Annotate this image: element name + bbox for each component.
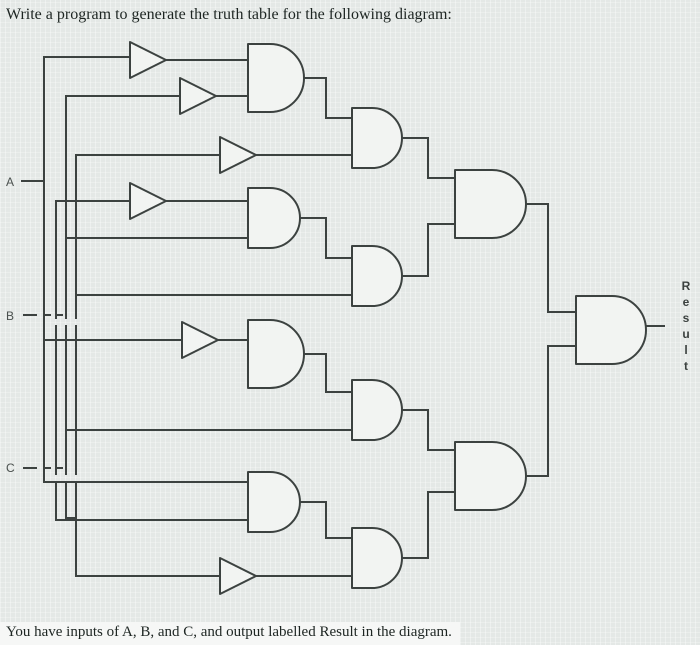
and-gate-7 [351, 379, 456, 451]
output-letter: s [683, 311, 690, 325]
output-letter: e [683, 295, 690, 309]
input-b-label: B [6, 309, 14, 323]
and-gate-final [575, 295, 665, 365]
output-letter: t [684, 359, 688, 373]
and-gate-2 [247, 187, 353, 259]
output-letter: u [682, 327, 689, 341]
output-letter: l [684, 343, 687, 357]
input-stubs [21, 180, 63, 469]
input-a-label: A [6, 175, 14, 189]
not-gate-5 [181, 321, 249, 359]
and-gate-10 [454, 345, 577, 511]
and-gate-9 [454, 169, 577, 313]
input-c-label: C [6, 461, 15, 475]
and-gate-5 [351, 107, 456, 179]
and-gate-4 [247, 471, 353, 539]
output-letter: R [682, 279, 691, 293]
and-gate-8 [351, 491, 456, 589]
and-gate-3 [247, 319, 353, 393]
and-gate-1 [247, 43, 353, 119]
not-gate-4 [129, 182, 249, 220]
not-gate-3 [219, 136, 353, 174]
and-gate-6 [351, 223, 456, 307]
not-gate-1 [129, 41, 249, 79]
not-gate-2 [179, 77, 249, 115]
branch-wires [43, 56, 353, 577]
output-result-label: R e s u l t [682, 279, 691, 373]
not-gate-6 [219, 557, 353, 595]
footer-note: You have inputs of A, B, and C, and outp… [0, 622, 460, 645]
question-text: Write a program to generate the truth ta… [6, 6, 452, 23]
input-buses [43, 56, 77, 577]
